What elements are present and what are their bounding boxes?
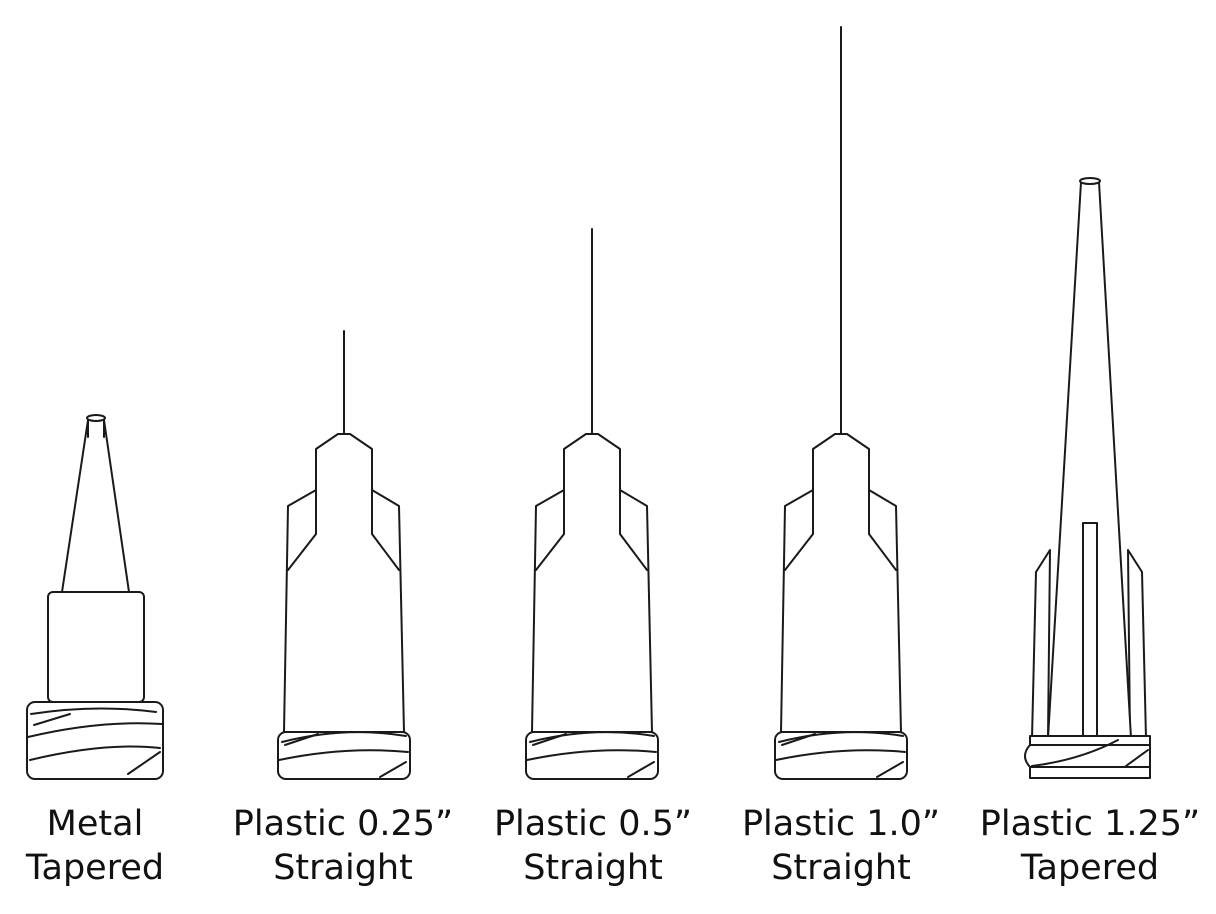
plastic-10-straight-tip: [774, 26, 908, 780]
label-metal-tapered-line1: Metal: [47, 804, 144, 844]
label-plastic-025-line1: Plastic 0.25”: [233, 804, 453, 844]
label-plastic-025-line2: Straight: [273, 848, 413, 888]
label-metal-tapered-line2: Tapered: [25, 848, 164, 888]
plastic-05-straight-tip: [525, 228, 659, 780]
label-plastic-05-line1: Plastic 0.5”: [494, 804, 692, 844]
plastic-125-tapered-tip: [1024, 177, 1151, 779]
label-plastic-10-line2: Straight: [771, 848, 911, 888]
label-plastic-10-line1: Plastic 1.0”: [742, 804, 940, 844]
label-plastic-05-line2: Straight: [523, 848, 663, 888]
metal-tapered-tip: [26, 414, 164, 780]
label-plastic-125-line2: Tapered: [1020, 848, 1159, 888]
plastic-025-straight-tip: [277, 330, 411, 780]
label-plastic-125-line1: Plastic 1.25”: [980, 804, 1200, 844]
